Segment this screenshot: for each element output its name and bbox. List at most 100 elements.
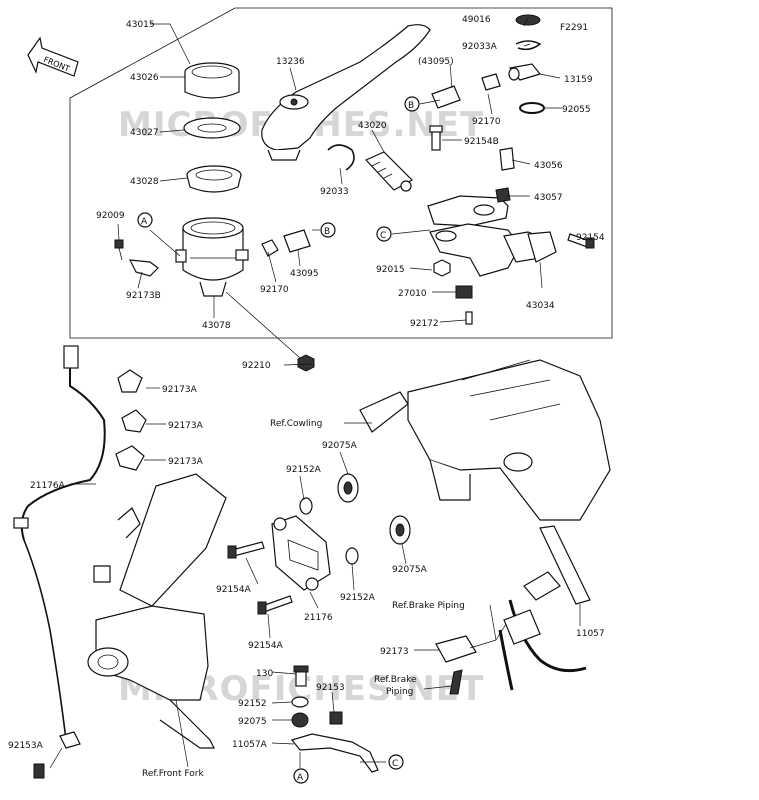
callout-43028: 43028 [130, 177, 159, 187]
callout-92015: 92015 [376, 265, 405, 275]
nut-92210-icon [297, 354, 315, 372]
cap-49016-icon [515, 14, 541, 26]
callout-labels: 43015 43026 43027 43028 92009 92173B 430… [8, 15, 605, 751]
bolt-92154-icon [567, 233, 595, 249]
callout-92055: 92055 [562, 105, 591, 115]
marker-C-top-label: C [380, 231, 386, 241]
callout-92173B: 92173B [126, 291, 161, 301]
oring-92055-icon [519, 102, 545, 114]
callout-21176: 21176 [304, 613, 333, 623]
diagram-code: F2291 [560, 23, 588, 33]
piston-assembly-icon [364, 151, 413, 192]
brake-lever-icon [261, 24, 431, 161]
callout-43015: 43015 [126, 20, 155, 30]
collar-92152A-1-icon [299, 497, 313, 515]
bracket-11057-icon [523, 525, 591, 605]
callout-13159: 13159 [564, 75, 593, 85]
washer-92152-icon [291, 696, 309, 708]
master-cylinder-body-icon [427, 195, 549, 277]
callout-92033: 92033 [320, 187, 349, 197]
marker-A-top: A [137, 212, 153, 228]
callout-21176A: 21176A [30, 481, 66, 491]
callout-43027: 43027 [130, 128, 159, 138]
callout-11057: 11057 [576, 629, 605, 639]
diaphragm-plate-icon [183, 117, 241, 139]
bolt-92153A-icon [33, 731, 81, 779]
callout-92173A-2: 92173A [168, 421, 204, 431]
callout-92153: 92153 [316, 683, 345, 693]
callout-92154B: 92154B [464, 137, 499, 147]
callout-43095: 43095 [290, 269, 319, 279]
marker-C-bottom: C [388, 754, 404, 770]
marker-C-bottom-label: C [392, 759, 398, 769]
marker-C-top: C [376, 226, 392, 242]
callout-92152A-2: 92152A [340, 593, 376, 603]
ref-cowling: Ref.Cowling [270, 419, 322, 429]
callout-43020: 43020 [358, 121, 387, 131]
fitting-13159-icon [508, 63, 542, 81]
callout-13236: 13236 [276, 57, 305, 67]
clamp-92173A-1-icon [117, 369, 143, 393]
clamp-92173-icon [435, 635, 477, 663]
marker-A-bottom: A [293, 768, 309, 784]
clamp-92173B-icon [128, 259, 159, 277]
marker-B-right: B [404, 96, 420, 112]
assembly-boundary [69, 7, 613, 339]
screw-92172-icon [465, 311, 473, 325]
callout-92152A-1: 92152A [286, 465, 322, 475]
callout-92173: 92173 [380, 647, 409, 657]
callout-43095-paren: (43095) [418, 57, 454, 67]
bolt-92154B-icon [429, 125, 443, 151]
cap-43057-icon [495, 187, 511, 203]
circlip-92033A-icon [515, 40, 542, 51]
callout-92172: 92172 [410, 319, 439, 329]
callout-92075A-2: 92075A [392, 565, 428, 575]
cowling-bracket-icon [359, 359, 611, 521]
callout-130: 130 [256, 669, 273, 679]
marker-B-left: B [320, 222, 336, 238]
callout-92210: 92210 [242, 361, 271, 371]
marker-B-right-label: B [408, 101, 414, 111]
callout-27010: 27010 [398, 289, 427, 299]
bolt-92154A-2-icon [257, 595, 293, 615]
callout-43078: 43078 [202, 321, 231, 331]
callout-92170-right: 92170 [472, 117, 501, 127]
callout-92153A: 92153A [8, 741, 44, 751]
marker-A-bottom-label: A [297, 773, 304, 783]
bolt-130-icon [293, 665, 309, 687]
sensor-cable-21176A-icon [13, 345, 106, 741]
reservoir-body-icon [175, 217, 249, 297]
clamp-92170b-icon [481, 73, 501, 91]
bleeder-43056-icon [499, 147, 515, 171]
callout-92152: 92152 [238, 699, 267, 709]
piping-connector-icon [449, 669, 463, 695]
bolt-92153-icon [329, 711, 343, 725]
callout-43056: 43056 [534, 161, 563, 171]
callout-92173A-3: 92173A [168, 457, 204, 467]
clamp-92170-icon [261, 239, 279, 257]
ref-brake-piping-2a: Ref.Brake [374, 675, 417, 685]
bolt-92154A-1-icon [227, 541, 265, 559]
hose-43095b-icon [431, 85, 461, 109]
callout-92075A-1: 92075A [322, 441, 358, 451]
callout-92033A: 92033A [462, 42, 498, 52]
callout-92173A-1: 92173A [162, 385, 198, 395]
callout-92170-left: 92170 [260, 285, 289, 295]
front-fork-icon [87, 473, 227, 749]
callout-43057: 43057 [534, 193, 563, 203]
screw-92009-icon [114, 239, 124, 261]
callout-92075: 92075 [238, 717, 267, 727]
abs-unit-21176-icon [271, 515, 331, 591]
grommet-92075-icon [291, 712, 309, 728]
collar-92152A-2-icon [345, 547, 359, 565]
callout-92154: 92154 [576, 233, 605, 243]
callout-92009: 92009 [96, 211, 125, 221]
diaphragm-icon [186, 165, 242, 193]
leader-lines [49, 17, 593, 769]
marker-A-top-label: A [141, 217, 148, 227]
circlip-92033-icon [327, 144, 355, 171]
clamp-92173A-2-icon [121, 409, 147, 433]
switch-27010-icon [455, 285, 473, 299]
